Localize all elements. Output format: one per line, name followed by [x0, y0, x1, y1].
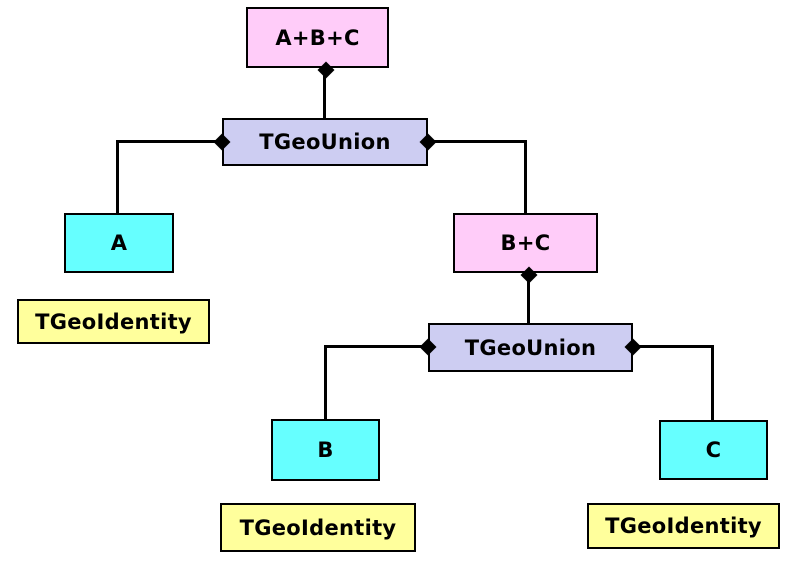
node-result-b-plus-c: B+C — [453, 213, 598, 273]
node-tgeounion-top: TGeoUnion — [222, 118, 428, 166]
node-result-a-plus-b-plus-c: A+B+C — [246, 7, 389, 68]
connector-union1-to-bc-v — [524, 140, 527, 213]
node-tgeoidentity-c: TGeoIdentity — [587, 503, 780, 549]
node-shape-b: B — [271, 419, 380, 481]
connector-union2-right-h — [631, 345, 714, 348]
connector-union2-left-h — [324, 345, 430, 348]
connector-union2-to-c-v — [711, 345, 714, 420]
connector-union1-right-h — [426, 140, 527, 143]
node-tgeounion-bottom: TGeoUnion — [428, 323, 633, 372]
connector-abc-to-union1 — [323, 68, 326, 120]
connector-bc-to-union2 — [527, 273, 530, 325]
node-shape-c: C — [659, 420, 768, 480]
node-shape-a: A — [64, 213, 174, 273]
node-tgeoidentity-b: TGeoIdentity — [220, 503, 416, 552]
node-tgeoidentity-a: TGeoIdentity — [17, 299, 210, 344]
connector-union1-to-a-v — [116, 140, 119, 213]
connector-union1-left-h — [116, 140, 224, 143]
connector-union2-to-b-v — [324, 345, 327, 419]
